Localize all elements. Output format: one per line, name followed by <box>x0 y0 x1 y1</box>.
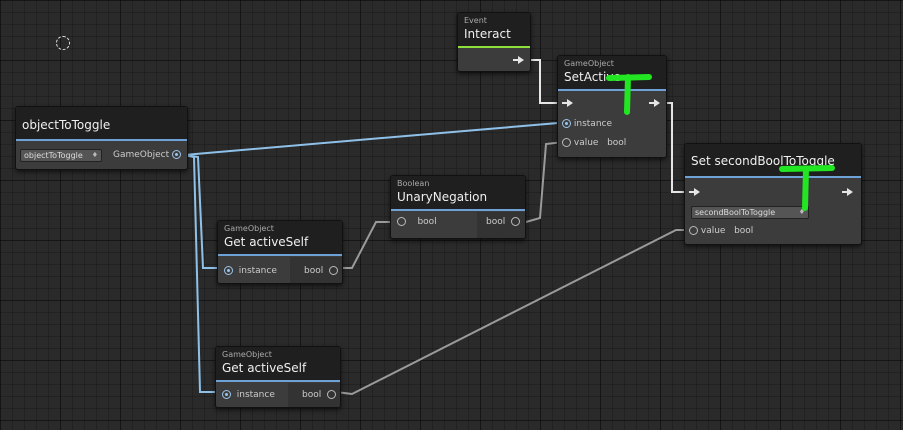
node-category: GameObject <box>564 59 614 68</box>
instance-port[interactable]: instance <box>562 119 612 129</box>
get-activeself-node-1[interactable]: GameObject Get activeSelf instance bool <box>217 220 343 284</box>
flow-wire-event-to-setactive <box>526 59 568 104</box>
port-type: bool <box>417 217 437 227</box>
node-category: GameObject <box>224 224 274 233</box>
output-port[interactable]: bool <box>302 390 336 400</box>
dropdown-value: objectToToggle <box>24 151 83 160</box>
port-label: instance <box>573 119 613 129</box>
port-label: instance <box>236 390 275 400</box>
chevron-icon: ♦ <box>798 208 805 216</box>
port-label: value <box>700 226 726 236</box>
annotation-t-mark-1 <box>606 74 652 115</box>
value-wire-getactive2-to-setsecond <box>335 229 690 396</box>
annotation-t-mark-2 <box>779 165 835 211</box>
setactive-node[interactable]: GameObject SetActive instance value bool <box>557 55 667 158</box>
node-title: Get activeSelf <box>222 361 307 375</box>
output-port[interactable]: bool <box>486 217 520 227</box>
flow-out-port[interactable] <box>842 187 853 197</box>
get-activeself-node-2[interactable]: GameObject Get activeSelf instance bool <box>215 346 341 408</box>
dropdown-value: secondBoolToToggle <box>695 208 776 217</box>
flow-in-port[interactable] <box>689 187 700 197</box>
object-wire-to-setactive <box>183 122 559 156</box>
node-category: Event <box>464 16 487 25</box>
instance-port[interactable]: instance <box>224 266 277 276</box>
unarynegation-node[interactable]: Boolean UnaryNegation bool bool <box>390 175 526 239</box>
port-type: bool <box>302 390 322 400</box>
value-port[interactable]: value bool <box>689 226 753 236</box>
port-label: GameObject <box>113 150 170 160</box>
node-title: Interact <box>464 27 511 41</box>
value-wire-unary-to-setactive <box>525 141 565 223</box>
chevron-icon: ♦ <box>91 151 98 159</box>
value-port[interactable]: value bool <box>562 138 626 148</box>
variable-dropdown[interactable]: secondBoolToToggle ♦ <box>691 206 809 219</box>
port-label: instance <box>238 266 277 276</box>
node-title: Set secondBoolToToggle <box>691 154 835 168</box>
cursor-icon <box>56 36 70 50</box>
value-wire-getactive1-to-unary <box>336 221 398 269</box>
flow-in-port[interactable] <box>562 98 573 108</box>
port-type: bool <box>304 266 324 276</box>
node-title: UnaryNegation <box>397 190 488 204</box>
port-type: bool <box>734 226 754 236</box>
node-title: Get activeSelf <box>224 235 309 249</box>
event-node-interact[interactable]: Event Interact <box>457 12 531 72</box>
node-title: objectToToggle <box>22 118 111 132</box>
node-title: SetActive <box>564 70 621 84</box>
port-type: bool <box>607 138 627 148</box>
node-category: GameObject <box>222 350 272 359</box>
port-type: bool <box>486 217 506 227</box>
flow-out-port[interactable] <box>649 98 660 108</box>
variable-dropdown[interactable]: objectToToggle ♦ <box>20 149 102 162</box>
variable-node-objecttotoggle[interactable]: objectToToggle objectToToggle ♦ GameObjec… <box>15 106 188 170</box>
node-category: Boolean <box>397 179 430 188</box>
port-label: value <box>573 138 599 148</box>
flow-out-port[interactable] <box>513 55 524 65</box>
output-port[interactable]: bool <box>304 266 338 276</box>
output-port[interactable]: GameObject <box>113 150 181 160</box>
object-wire-to-getactive2 <box>183 154 228 393</box>
instance-port[interactable]: instance <box>222 390 275 400</box>
input-port[interactable]: bool <box>397 217 437 227</box>
set-variable-node-secondbooltotoggle[interactable]: Set secondBoolToToggle secondBoolToToggl… <box>684 143 862 245</box>
